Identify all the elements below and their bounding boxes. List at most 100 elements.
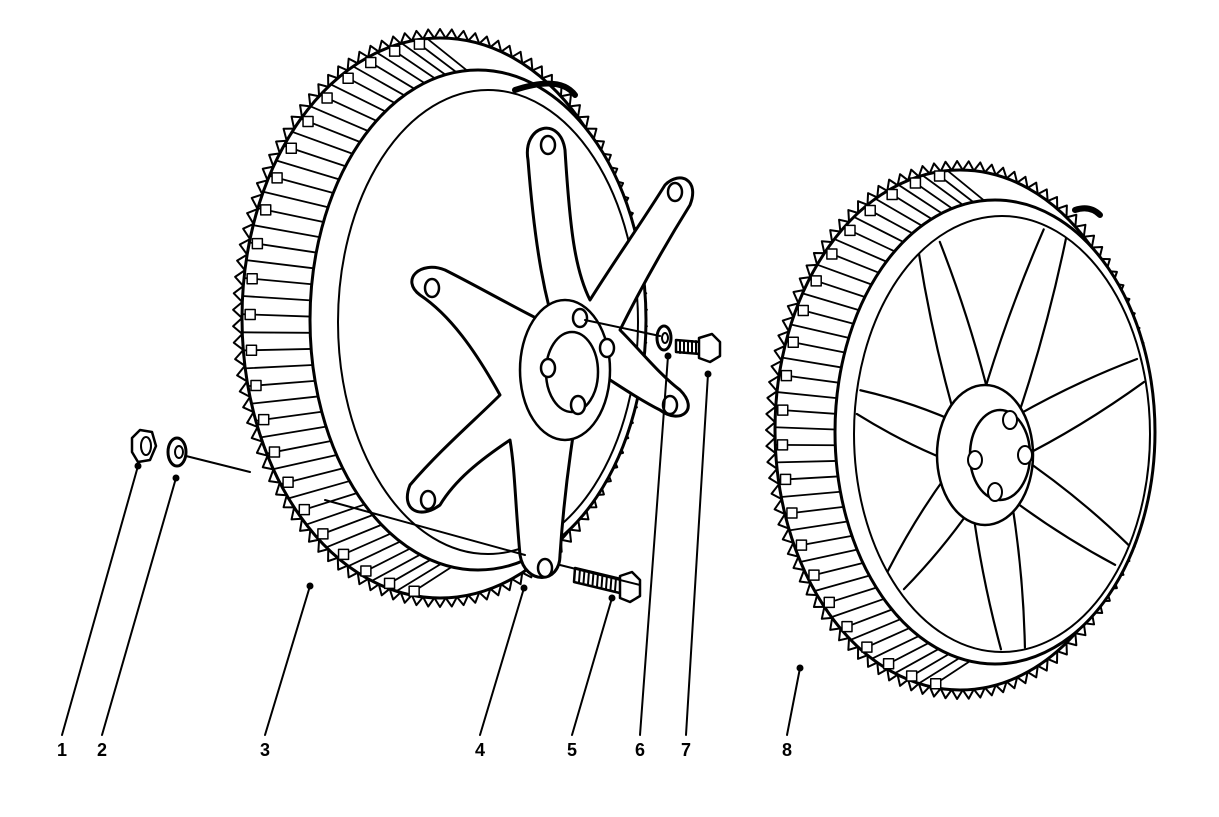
tooth (866, 654, 879, 668)
tooth (255, 179, 269, 196)
tooth (907, 678, 920, 692)
leader-dot-3 (306, 582, 314, 590)
tread-line (260, 425, 327, 439)
tooth (467, 32, 481, 45)
tread-line (325, 523, 383, 549)
tooth (939, 687, 953, 700)
leader-dot-6 (664, 352, 672, 360)
tread-line (395, 562, 442, 593)
tooth (531, 65, 544, 80)
right-hub-bolts (967, 410, 1033, 502)
tread-block (779, 473, 792, 486)
tread-block (841, 620, 853, 633)
thread (591, 571, 595, 587)
tooth (327, 73, 339, 88)
thread (596, 572, 599, 588)
tooth (866, 192, 879, 206)
tread-line (352, 65, 406, 97)
tooth (422, 28, 436, 41)
tooth (994, 680, 1008, 694)
tooth (1016, 175, 1029, 189)
tooth (282, 494, 296, 509)
tooth (500, 577, 513, 592)
tooth (444, 595, 458, 608)
tooth (377, 39, 391, 53)
tooth (950, 688, 964, 700)
tooth (972, 161, 986, 174)
tread-line (400, 42, 447, 76)
tooth (234, 348, 246, 367)
tooth (896, 673, 910, 687)
tooth (433, 596, 447, 608)
nut (130, 428, 158, 464)
tread-line (781, 356, 843, 369)
leader-line-5 (571, 597, 613, 736)
left-wheel-tread (241, 37, 469, 597)
tooth (765, 436, 777, 455)
tread-block (317, 528, 329, 540)
tooth (377, 583, 391, 597)
tread-line (780, 490, 842, 498)
callout-number-5: 5 (567, 740, 577, 760)
tooth (781, 316, 795, 333)
tread-line (287, 480, 351, 500)
tread-line (426, 37, 469, 72)
tooth (410, 29, 425, 42)
tooth (766, 390, 779, 408)
hub-spider (405, 126, 695, 579)
callout-leaders (61, 352, 804, 736)
tooth (917, 165, 931, 178)
tread-block (864, 204, 876, 217)
tread-line (897, 183, 943, 215)
tread-line (790, 323, 850, 339)
tooth (246, 411, 259, 428)
tread-block (285, 142, 298, 154)
tooth (234, 269, 246, 288)
tread-line (788, 520, 849, 532)
tooth (765, 405, 777, 424)
tooth (847, 637, 860, 651)
bolt-hole (598, 337, 616, 359)
tooth (250, 193, 264, 211)
tooth (455, 594, 470, 607)
tooth (1065, 632, 1078, 647)
tread-line (830, 598, 885, 618)
tread-block (933, 170, 946, 182)
tooth (1026, 181, 1039, 196)
long-bolt (572, 566, 642, 604)
leader-dot-7 (704, 370, 712, 378)
tooth (399, 32, 413, 45)
tread-line (917, 657, 961, 685)
tread-line (921, 174, 964, 206)
tread-block (777, 404, 789, 416)
tooth (242, 222, 255, 241)
tooth (886, 178, 899, 192)
tread-block (246, 272, 258, 285)
tooth (820, 605, 834, 620)
tread-block (302, 115, 314, 128)
tooth (510, 571, 524, 586)
tooth (388, 587, 402, 601)
tooth (1016, 671, 1029, 685)
tooth (238, 238, 252, 256)
tooth (876, 661, 889, 676)
tooth (576, 115, 590, 130)
tread-line (375, 51, 426, 84)
tooth (268, 468, 281, 484)
tooth (876, 184, 889, 199)
right-wheel-tread (774, 169, 986, 690)
tread-block (929, 677, 942, 690)
tooth (1026, 664, 1039, 679)
tread-line (774, 426, 836, 431)
tooth (777, 330, 790, 347)
tooth (829, 229, 842, 244)
tread-block (244, 308, 256, 321)
tooth (770, 483, 783, 501)
tooth (1082, 234, 1096, 249)
tooth (317, 83, 330, 98)
tread-block (909, 177, 922, 189)
tooth (786, 302, 800, 319)
tread-line (801, 292, 860, 311)
bolt-hole (666, 181, 684, 203)
